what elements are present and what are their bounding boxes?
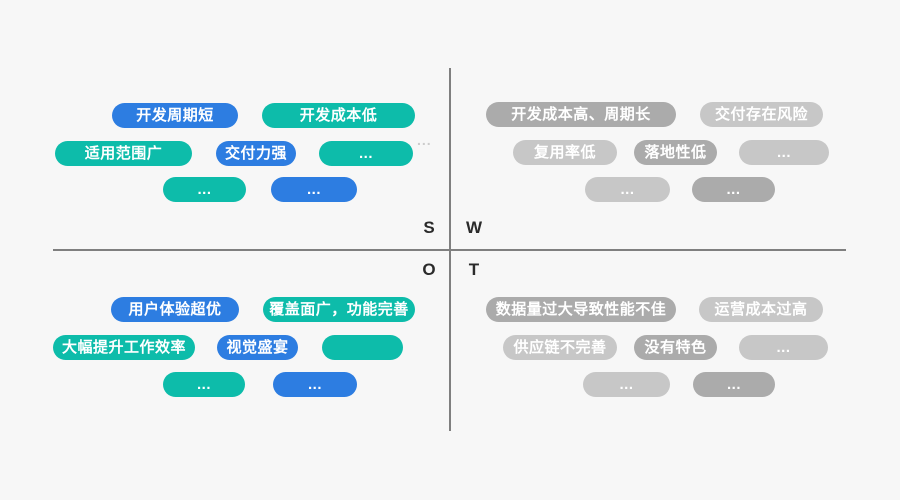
- pill-strengths-1: 开发周期短: [112, 103, 238, 128]
- pill-opportunities-7: ...: [273, 372, 357, 397]
- pill-opportunities-6: ...: [163, 372, 245, 397]
- pill-weaknesses-5: ...: [739, 140, 829, 165]
- overflow-ellipsis: ...: [417, 132, 432, 148]
- pill-weaknesses-4: 落地性低: [634, 140, 717, 165]
- pill-strengths-3: 适用范围广: [55, 141, 192, 166]
- pill-weaknesses-1: 开发成本高、周期长: [486, 102, 676, 127]
- pill-strengths-7: ...: [271, 177, 357, 202]
- quadrant-letter-strengths: S: [423, 218, 435, 237]
- pill-threats-6: ...: [583, 372, 670, 397]
- quadrant-letter-weaknesses: W: [465, 218, 483, 237]
- pill-strengths-6: ...: [163, 177, 246, 202]
- pill-threats-3: 供应链不完善: [503, 335, 617, 360]
- pill-weaknesses-7: ...: [692, 177, 775, 202]
- pill-opportunities-2: 覆盖面广，功能完善: [263, 297, 415, 322]
- pill-threats-2: 运营成本过高: [699, 297, 823, 322]
- pill-opportunities-4: 视觉盛宴: [217, 335, 298, 360]
- quadrant-letter-threats: T: [468, 260, 480, 279]
- pill-weaknesses-2: 交付存在风险: [700, 102, 823, 127]
- pill-opportunities-3: 大幅提升工作效率: [53, 335, 195, 360]
- pill-strengths-2: 开发成本低: [262, 103, 415, 128]
- vertical-axis-line: [449, 68, 451, 431]
- pill-strengths-5: ...: [319, 141, 413, 166]
- pill-threats-4: 没有特色: [634, 335, 717, 360]
- pill-strengths-4: 交付力强: [216, 141, 296, 166]
- pill-threats-5: ...: [739, 335, 828, 360]
- pill-weaknesses-3: 复用率低: [513, 140, 617, 165]
- pill-opportunities-5: [322, 335, 403, 360]
- quadrant-letter-opportunities: O: [422, 260, 436, 279]
- pill-weaknesses-6: ...: [585, 177, 670, 202]
- pill-threats-7: ...: [693, 372, 775, 397]
- pill-opportunities-1: 用户体验超优: [111, 297, 239, 322]
- pill-threats-1: 数据量过大导致性能不佳: [486, 297, 676, 322]
